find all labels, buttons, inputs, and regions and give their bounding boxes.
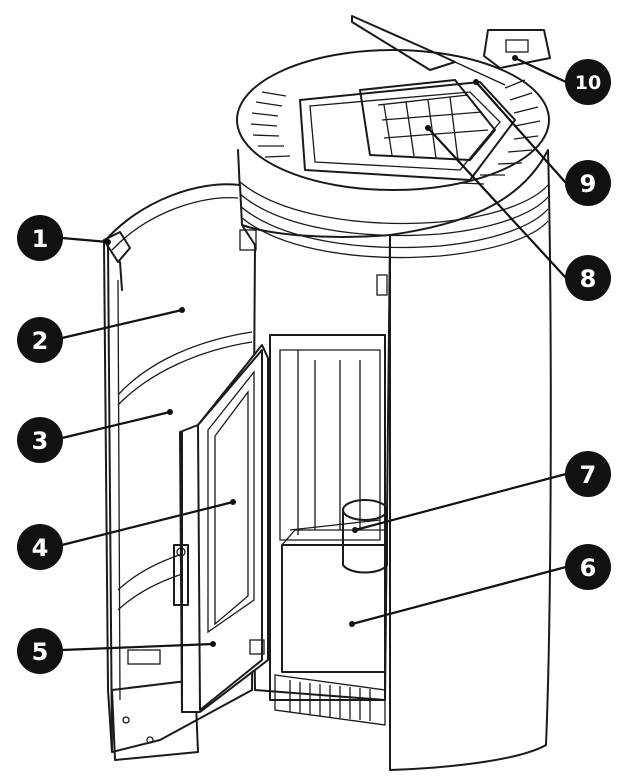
callout-10: 10: [565, 59, 611, 105]
callout-7: 7: [565, 451, 611, 497]
callout-2: 2: [17, 317, 63, 363]
callout-8: 8: [565, 255, 611, 301]
callout-6-label: 6: [580, 554, 597, 582]
top-lid: [236, 15, 551, 191]
callout-4-label: 4: [32, 534, 49, 562]
callout-4: 4: [17, 524, 63, 570]
callout-8-label: 8: [580, 265, 597, 293]
callout-7-label: 7: [580, 461, 597, 489]
callout-3: 3: [17, 417, 63, 463]
stove-body: [237, 149, 552, 771]
callout-9: 9: [565, 160, 611, 206]
callout-10-label: 10: [575, 72, 601, 94]
callout-5-label: 5: [32, 638, 49, 666]
firebox: [239, 229, 388, 726]
callout-leaders: [61, 55, 567, 652]
callout-1-label: 1: [32, 225, 49, 253]
callout-1: 1: [17, 215, 63, 261]
glass-door: [173, 344, 269, 713]
callout-9-label: 9: [580, 170, 597, 198]
callout-6: 6: [565, 544, 611, 590]
callout-3-label: 3: [32, 427, 49, 455]
callout-5: 5: [17, 628, 63, 674]
callout-2-label: 2: [32, 327, 49, 355]
